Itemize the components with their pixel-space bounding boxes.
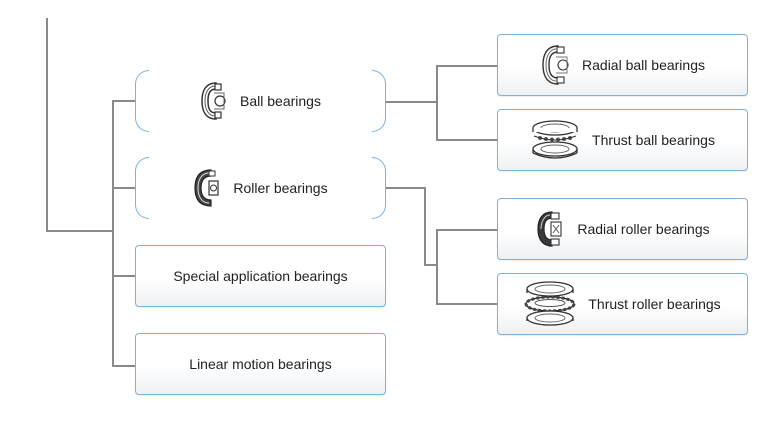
roller-radial-connector xyxy=(436,229,497,231)
branch-linear-connector xyxy=(112,365,135,367)
roller-drop-vertical xyxy=(424,187,426,266)
trunk-connector-vertical xyxy=(112,100,114,367)
branch-special-connector xyxy=(112,275,135,277)
subcategory-label: Thrust roller bearings xyxy=(588,296,721,312)
roller-out-connector xyxy=(386,187,426,189)
category-special-application-bearings[interactable]: Special application bearings xyxy=(135,245,386,307)
category-label: Ball bearings xyxy=(240,93,321,109)
ball-split-vertical xyxy=(436,65,438,141)
radial-roller-bearing-icon xyxy=(535,209,565,249)
subcategory-label: Thrust ball bearings xyxy=(592,132,715,148)
roller-split-vertical xyxy=(436,229,438,305)
category-linear-motion-bearings[interactable]: Linear motion bearings xyxy=(135,333,386,395)
ball-thrust-connector xyxy=(436,139,497,141)
roller-thrust-connector xyxy=(436,303,497,305)
subcategory-thrust-roller-bearings[interactable]: Thrust roller bearings xyxy=(497,273,748,335)
radial-bearing-icon xyxy=(200,80,228,122)
bracket-left xyxy=(135,157,149,219)
root-connector-vertical xyxy=(46,18,48,232)
radial-ball-bearing-icon xyxy=(540,43,570,87)
root-connector-horizontal xyxy=(46,230,114,232)
subcategory-radial-ball-bearings[interactable]: Radial ball bearings xyxy=(497,34,748,96)
branch-ball-connector xyxy=(112,100,135,102)
category-label: Roller bearings xyxy=(233,180,328,196)
category-ball-bearings[interactable]: Ball bearings xyxy=(135,70,386,132)
category-label: Special application bearings xyxy=(173,268,348,284)
roller-bearing-icon xyxy=(193,167,221,209)
subcategory-radial-roller-bearings[interactable]: Radial roller bearings xyxy=(497,198,748,260)
branch-roller-connector xyxy=(112,187,135,189)
thrust-ball-bearing-icon xyxy=(530,118,580,162)
bracket-right xyxy=(372,157,386,219)
roller-jog-horizontal xyxy=(424,264,438,266)
bracket-left xyxy=(135,70,149,132)
ball-out-connector xyxy=(386,101,438,103)
category-roller-bearings[interactable]: Roller bearings xyxy=(135,157,386,219)
subcategory-label: Radial ball bearings xyxy=(582,57,705,73)
subcategory-thrust-ball-bearings[interactable]: Thrust ball bearings xyxy=(497,109,748,171)
category-label: Linear motion bearings xyxy=(189,356,332,372)
subcategory-label: Radial roller bearings xyxy=(577,221,710,237)
bracket-right xyxy=(372,70,386,132)
thrust-roller-bearing-icon xyxy=(524,280,576,328)
ball-radial-connector xyxy=(436,65,497,67)
